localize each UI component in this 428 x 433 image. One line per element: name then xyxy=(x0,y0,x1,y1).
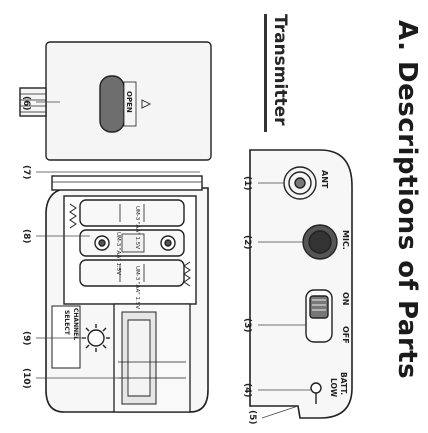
battery-cover xyxy=(19,41,212,161)
batt-label: BATT. xyxy=(339,372,348,395)
transmitter-body xyxy=(45,175,209,413)
mic-jack xyxy=(302,224,338,260)
channel-dial-icon xyxy=(82,324,110,352)
subtitle-underline xyxy=(264,14,267,132)
battery-top xyxy=(79,199,185,227)
on-label: ON xyxy=(341,292,350,306)
battery-middle-label: UM-3 "AA" 1.5V xyxy=(115,232,121,275)
battery-bottom xyxy=(79,259,185,287)
callout-7: (7) xyxy=(21,165,31,180)
body-leaders xyxy=(36,101,200,379)
callout-4: (4) xyxy=(242,383,252,398)
top-view-leaders xyxy=(258,182,311,419)
battery-bottom-label: UM-3 "AA" 1.5V xyxy=(134,266,140,309)
ant-label: ANT xyxy=(320,170,329,189)
open-label: OPEN xyxy=(125,91,133,113)
mic-label: MIC. xyxy=(341,230,350,250)
channel-select xyxy=(51,305,81,369)
low-label: LOW xyxy=(329,378,338,398)
off-label: OFF xyxy=(341,326,350,344)
callout-5: (5) xyxy=(247,410,257,425)
callout-9: (9) xyxy=(21,331,31,346)
channel-label: CHANNEL xyxy=(72,308,79,340)
callout-2: (2) xyxy=(242,235,252,250)
power-switch xyxy=(305,289,333,343)
battery-top-label: UM-3 "AA" 1.5V xyxy=(134,206,140,249)
callout-3: (3) xyxy=(242,318,252,333)
select-label: SELECT xyxy=(63,310,70,336)
top-view-panel xyxy=(249,149,353,419)
callout-6: (6) xyxy=(21,96,31,111)
callout-8: (8) xyxy=(21,229,31,244)
battery-middle xyxy=(79,229,185,257)
belt-clip xyxy=(113,303,191,413)
callout-1: (1) xyxy=(242,176,252,191)
callout-10: (10) xyxy=(21,368,31,389)
antenna-connector xyxy=(283,166,317,200)
batt-low-led xyxy=(310,382,322,404)
